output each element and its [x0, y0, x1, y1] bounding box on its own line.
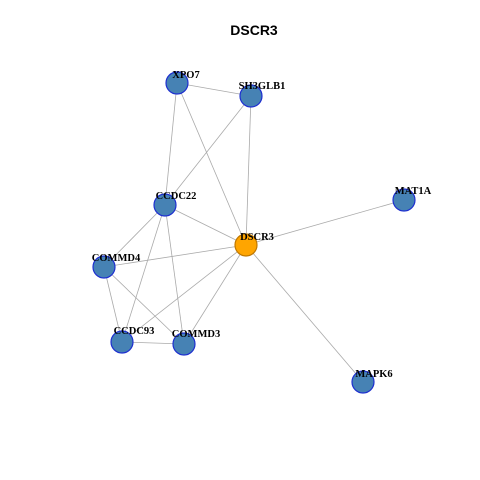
node-layer — [92, 71, 416, 394]
node-label-ccdc93: CCDC93 — [114, 326, 155, 337]
node-label-commd3: COMMD3 — [172, 329, 220, 340]
node-ccdc22 — [153, 193, 177, 217]
edge-dscr3-ccdc93 — [121, 244, 247, 343]
node-label-mat1a: MAT1A — [395, 186, 432, 197]
node-label-xpo7: XPO7 — [172, 70, 199, 81]
edge-ccdc22-commd4 — [103, 204, 166, 268]
edge-xpo7-sh3glb1 — [176, 82, 252, 97]
node-label-ccdc22: CCDC22 — [156, 191, 197, 202]
node-dscr3 — [234, 233, 258, 257]
edge-commd4-commd3 — [103, 266, 185, 345]
edge-dscr3-mapk6 — [245, 244, 364, 383]
node-label-dscr3: DSCR3 — [240, 232, 274, 243]
node-mat1a — [392, 188, 416, 212]
node-sh3glb1 — [239, 84, 263, 108]
edge-dscr3-commd3 — [183, 244, 247, 345]
edge-dscr3-commd4 — [103, 244, 247, 268]
node-xpo7 — [165, 71, 189, 95]
node-label-mapk6: MAPK6 — [355, 369, 392, 380]
node-commd3 — [172, 332, 196, 356]
edge-sh3glb1-dscr3 — [245, 95, 252, 246]
edge-xpo7-ccdc22 — [164, 82, 178, 206]
node-ccdc93 — [110, 330, 134, 354]
edge-commd4-ccdc93 — [103, 266, 123, 343]
edge-sh3glb1-ccdc22 — [164, 95, 252, 206]
edge-layer — [103, 82, 405, 383]
edge-ccdc22-commd3 — [164, 204, 185, 345]
diagram-title: DSCR3 — [230, 22, 278, 38]
edge-ccdc22-dscr3 — [164, 204, 247, 246]
node-mapk6 — [351, 370, 375, 394]
node-label-sh3glb1: SH3GLB1 — [239, 81, 286, 92]
edge-dscr3-mat1a — [245, 199, 405, 246]
edge-xpo7-dscr3 — [176, 82, 247, 246]
node-commd4 — [92, 255, 116, 279]
node-label-commd4: COMMD4 — [92, 253, 141, 264]
edge-ccdc22-ccdc93 — [121, 204, 166, 343]
